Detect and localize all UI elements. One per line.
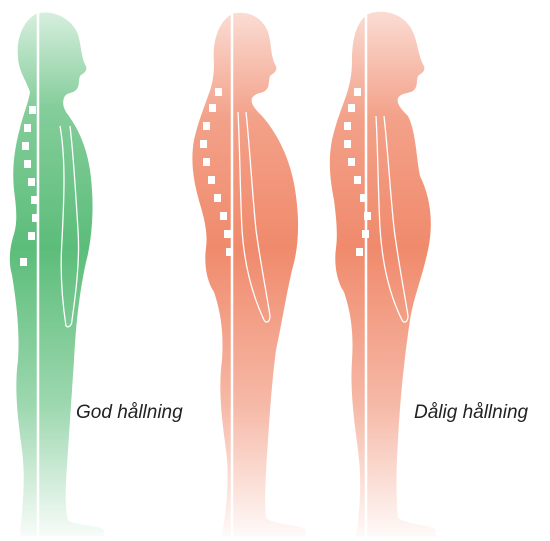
- body-silhouette: [10, 13, 104, 536]
- poor-posture-caption: Dålig hållning: [414, 402, 528, 424]
- body-silhouette: [192, 13, 306, 536]
- good-posture-caption: God hållning: [76, 402, 183, 424]
- figure-poor-posture-1: [192, 10, 306, 541]
- body-silhouette: [330, 12, 436, 536]
- figure-poor-posture-2: [330, 10, 436, 541]
- figure-good-posture: [10, 10, 104, 541]
